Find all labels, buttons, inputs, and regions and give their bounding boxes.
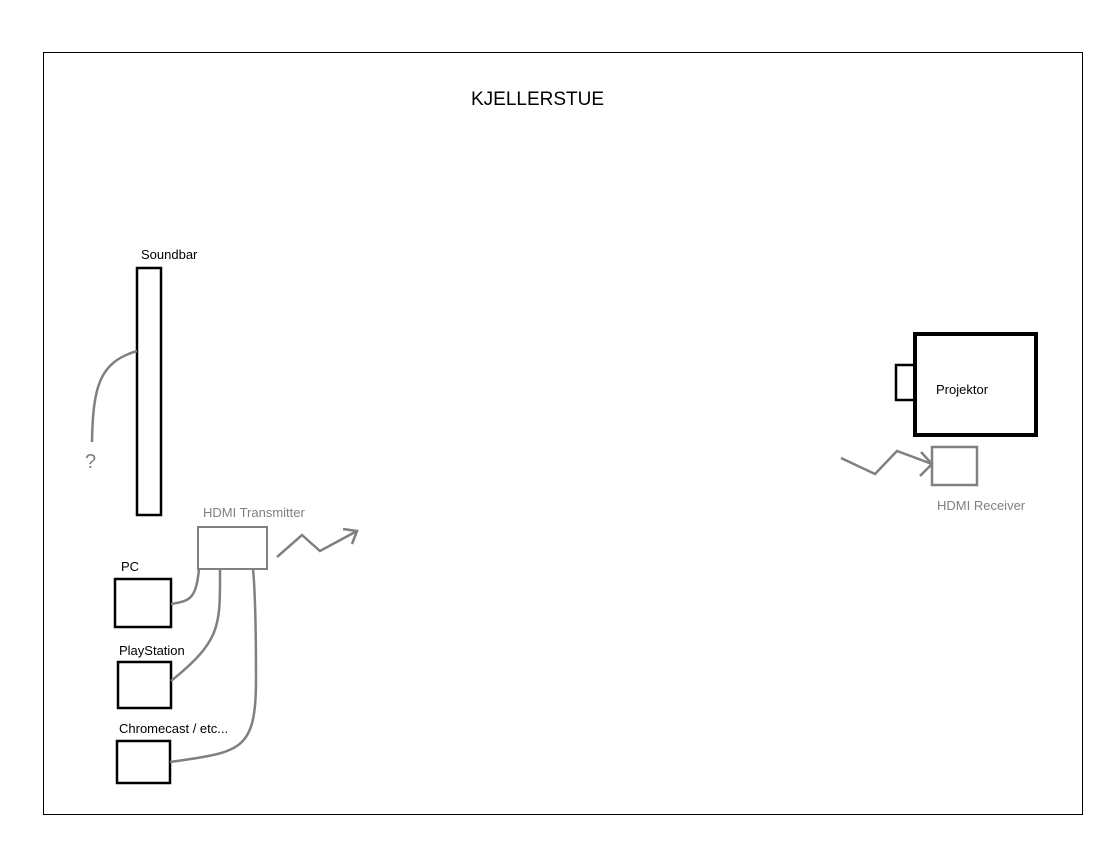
playstation-hdmi-cable — [170, 568, 222, 682]
wireless-in-icon — [840, 449, 934, 477]
hdmi-receiver-box — [930, 445, 979, 487]
soundbar-unknown-source: ? — [85, 451, 96, 473]
room-outline — [43, 52, 1083, 815]
playstation-box — [116, 660, 173, 710]
pc-label: PC — [121, 559, 139, 574]
hdmi-transmitter-box — [197, 526, 268, 570]
wireless-out-icon — [276, 527, 359, 558]
chromecast-hdmi-cable — [169, 568, 258, 764]
soundbar-label: Soundbar — [141, 247, 198, 262]
soundbar-cable — [90, 349, 138, 443]
projector-lens — [894, 363, 917, 402]
projector-label: Projektor — [936, 382, 989, 397]
hdmi-receiver-label: HDMI Receiver — [937, 498, 1026, 513]
soundbar-box — [135, 266, 163, 517]
chromecast-box — [115, 739, 172, 785]
pc-box — [113, 577, 173, 629]
chromecast-label: Chromecast / etc... — [119, 721, 228, 736]
playstation-label: PlayStation — [119, 643, 185, 658]
hdmi-transmitter-label: HDMI Transmitter — [203, 505, 306, 520]
pc-hdmi-cable — [170, 568, 201, 606]
room-title: KJELLERSTUE — [471, 89, 604, 110]
